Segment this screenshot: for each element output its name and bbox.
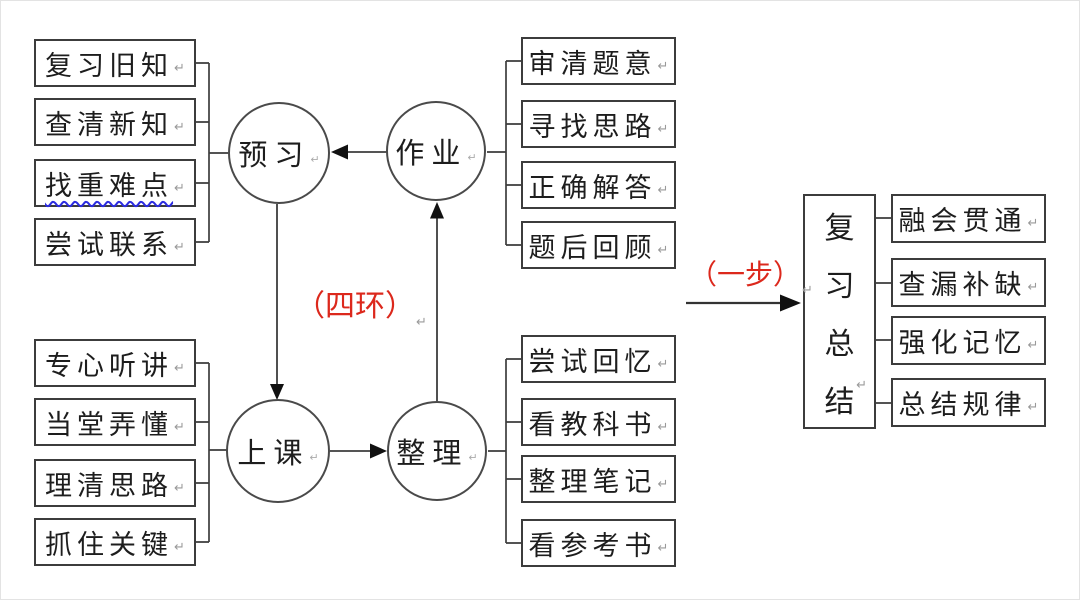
organize-item-label: 看参考书 — [528, 530, 657, 561]
review-item-box: 查漏补缺 ↵ — [891, 258, 1046, 307]
return-mark: ↵ — [416, 315, 427, 330]
homework-item-box: 题后回顾 ↵ — [521, 221, 676, 269]
return-mark: ↵ — [856, 378, 867, 393]
arrow-one-step — [686, 294, 801, 312]
return-mark: ↵ — [1027, 338, 1039, 353]
node-homework: 作业 ↵ — [386, 101, 486, 201]
class-item-label: 专心听讲 — [45, 350, 174, 381]
organize-item-box: 看参考书 ↵ — [521, 519, 676, 567]
return-mark: ↵ — [657, 121, 669, 137]
homework-item-box: 审清题意 ↵ — [521, 37, 676, 85]
annotation-one-step-text: （一步） — [689, 259, 802, 290]
return-mark: ↵ — [657, 356, 669, 372]
homework-item-label: 审清题意 — [528, 48, 657, 79]
review-summary-char: 总 — [824, 327, 855, 361]
preview-item-label: 复习旧知 — [45, 50, 174, 81]
return-mark: ↵ — [657, 540, 669, 556]
node-preview: 预习 ↵ — [228, 102, 330, 204]
annotation-one-step: （一步） ↵ — [689, 253, 813, 298]
homework-item-label: 寻找思路 — [528, 111, 657, 142]
class-item-label: 当堂弄懂 — [45, 409, 174, 440]
preview-item-box: 找重难点 ↵ — [34, 159, 196, 207]
return-mark: ↵ — [657, 476, 669, 492]
return-mark: ↵ — [174, 239, 185, 255]
homework-item-box: 正确解答 ↵ — [521, 161, 676, 209]
annotation-four-rings: （四环） ↵ — [295, 281, 427, 330]
review-item-label: 总结规律 — [898, 390, 1027, 420]
arrow-preview-to-class — [270, 204, 284, 400]
return-mark: ↵ — [309, 450, 319, 464]
bracket-class-items — [196, 362, 227, 543]
review-summary-char: 复 — [824, 211, 855, 245]
return-mark: ↵ — [1027, 216, 1039, 231]
arrow-homework-to-preview — [331, 144, 387, 160]
bracket-preview-items — [196, 62, 228, 243]
annotation-four-rings-text: （四环） — [295, 290, 415, 323]
class-item-box: 理清思路 ↵ — [34, 459, 196, 507]
class-item-box: 抓住关键 ↵ — [34, 518, 196, 566]
preview-item-box: 复习旧知 ↵ — [34, 39, 196, 87]
review-summary-char: 习 — [824, 269, 855, 303]
return-mark: ↵ — [657, 58, 669, 74]
organize-item-label: 整理笔记 — [528, 466, 657, 497]
review-summary-char: 结 — [824, 385, 855, 419]
review-item-label: 查漏补缺 — [898, 270, 1027, 300]
stubs-review-items — [876, 217, 891, 404]
preview-item-label: 查清新知 — [45, 109, 174, 140]
return-mark: ↵ — [468, 450, 478, 464]
organize-item-label: 尝试回忆 — [528, 346, 657, 377]
return-mark: ↵ — [174, 60, 185, 76]
organize-item-label: 看教科书 — [528, 409, 657, 440]
return-mark: ↵ — [174, 180, 185, 196]
node-homework-label: 作业 — [395, 138, 468, 170]
return-mark: ↵ — [657, 419, 669, 435]
return-mark: ↵ — [1027, 280, 1039, 295]
node-preview-label: 预习 — [238, 140, 311, 172]
node-organize: 整理 ↵ — [387, 401, 487, 501]
preview-item-box: 尝试联系 ↵ — [34, 218, 196, 266]
return-mark: ↵ — [174, 119, 185, 135]
preview-item-label-spellcheck: 找重难点 — [45, 170, 174, 201]
return-mark: ↵ — [174, 480, 185, 496]
return-mark: ↵ — [174, 539, 185, 555]
return-mark: ↵ — [1027, 400, 1039, 415]
review-item-box: 融会贯通 ↵ — [891, 194, 1046, 243]
return-mark: ↵ — [657, 242, 669, 258]
return-mark: ↵ — [174, 360, 185, 376]
review-item-box: 强化记忆 ↵ — [891, 316, 1046, 365]
node-attend-class: 上课 ↵ — [226, 399, 330, 503]
review-item-label: 强化记忆 — [898, 328, 1027, 358]
homework-item-label: 题后回顾 — [528, 232, 657, 263]
preview-item-label: 尝试联系 — [45, 229, 174, 260]
return-mark: ↵ — [310, 152, 320, 166]
organize-item-box: 整理笔记 ↵ — [521, 455, 676, 503]
return-mark: ↵ — [657, 182, 669, 198]
bracket-homework-items — [487, 60, 523, 246]
node-review-summary: 复 习 总 结 ↵ — [803, 194, 876, 429]
return-mark: ↵ — [467, 150, 477, 164]
class-item-label: 抓住关键 — [45, 529, 174, 560]
review-item-box: 总结规律 ↵ — [891, 378, 1046, 427]
organize-item-box: 看教科书 ↵ — [521, 398, 676, 446]
homework-item-box: 寻找思路 ↵ — [521, 100, 676, 148]
review-item-label: 融会贯通 — [898, 206, 1027, 236]
arrow-organize-to-homework — [430, 202, 444, 401]
class-item-label: 理清思路 — [45, 470, 174, 501]
class-item-box: 专心听讲 ↵ — [34, 339, 196, 387]
homework-item-label: 正确解答 — [528, 172, 657, 203]
arrow-class-to-organize — [330, 443, 387, 459]
return-mark: ↵ — [174, 419, 185, 435]
class-item-box: 当堂弄懂 ↵ — [34, 398, 196, 446]
return-mark: ↵ — [802, 283, 813, 298]
node-attend-class-label: 上课 — [237, 438, 310, 470]
preview-item-box: 查清新知 ↵ — [34, 98, 196, 146]
organize-item-box: 尝试回忆 ↵ — [521, 335, 676, 383]
node-organize-label: 整理 — [396, 438, 469, 470]
bracket-organize-items — [488, 358, 521, 544]
